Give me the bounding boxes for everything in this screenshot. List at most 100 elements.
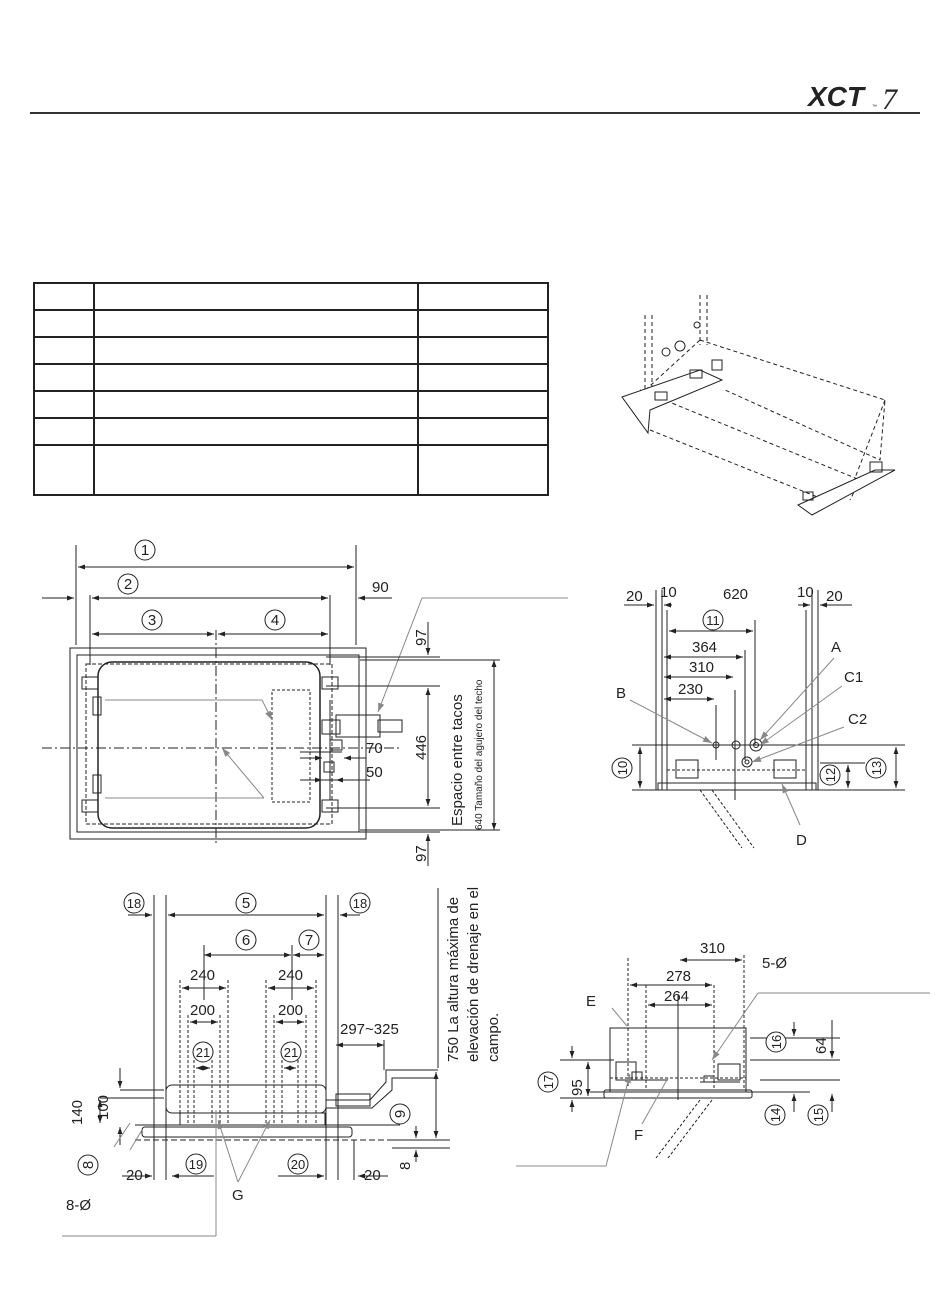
callout-21b: 21 xyxy=(280,1041,302,1063)
dim-240-left: 240 xyxy=(190,967,215,984)
callout-circle xyxy=(117,573,139,595)
side-view-right xyxy=(624,590,905,849)
callout-number: 14 xyxy=(768,1108,783,1122)
note-ceiling-hole: 640 Tamaño del agujero del techo xyxy=(474,679,485,830)
dim-240-right: 240 xyxy=(278,967,303,984)
callout-1: 1 xyxy=(134,539,156,561)
label-G: G xyxy=(232,1187,244,1204)
dim-264: 264 xyxy=(664,988,689,1005)
callout-circle xyxy=(611,757,633,779)
callout-circle xyxy=(537,1071,559,1093)
callout-8: 8 xyxy=(77,1154,99,1176)
table-row xyxy=(33,417,549,446)
callout-15: 15 xyxy=(807,1104,829,1126)
callout-number: 11 xyxy=(706,613,720,628)
table-row xyxy=(33,390,549,419)
dim-64: 64 xyxy=(813,1037,830,1054)
callout-circle xyxy=(702,609,724,631)
callout-number: 2 xyxy=(124,576,132,593)
logo-text: XCT xyxy=(806,81,867,112)
dim-95: 95 xyxy=(569,1079,586,1096)
callout-circle xyxy=(298,929,320,951)
callout-17: 17 xyxy=(537,1071,559,1093)
dim-70: 70 xyxy=(366,740,383,757)
callout-7: 7 xyxy=(298,929,320,951)
callout-number: 6 xyxy=(242,932,250,949)
dim-230: 230 xyxy=(678,681,703,698)
label-F: F xyxy=(634,1127,643,1144)
callout-circle xyxy=(765,1031,787,1053)
label-B: B xyxy=(616,685,626,702)
brand-logo: XCT 7 ™ xyxy=(806,81,899,114)
label-C1: C1 xyxy=(844,669,863,686)
note-drain-line3: campo. xyxy=(485,1013,502,1062)
label-E: E xyxy=(586,993,596,1010)
callout-number: 12 xyxy=(823,768,838,782)
callout-number: 21 xyxy=(284,1045,298,1060)
callout-number: 19 xyxy=(189,1157,203,1172)
callout-3: 3 xyxy=(141,609,163,631)
table-row xyxy=(33,282,549,311)
logo-suffix: 7 xyxy=(882,83,899,114)
callout-4: 4 xyxy=(264,609,286,631)
callout-5: 5 xyxy=(235,892,257,914)
callout-number: 9 xyxy=(392,1110,409,1118)
label-D: D xyxy=(796,832,807,849)
dim-446: 446 xyxy=(413,735,430,760)
dim-90: 90 xyxy=(372,579,389,596)
callout-circle xyxy=(235,892,257,914)
isometric-view xyxy=(621,295,896,516)
dim-297-325: 297~325 xyxy=(340,1021,399,1038)
callout-circle xyxy=(349,892,371,914)
callout-circle xyxy=(235,929,257,951)
callout-9: 9 xyxy=(389,1103,411,1125)
dim-50: 50 xyxy=(366,764,383,781)
dim-20-bottom-right: 20 xyxy=(364,1167,381,1184)
table-row xyxy=(33,336,549,365)
callout-12: 12 xyxy=(819,764,841,786)
dim-10-left: 10 xyxy=(660,584,677,601)
callout-number: 21 xyxy=(196,1045,210,1060)
label-A: A xyxy=(831,639,841,656)
dim-20-left: 20 xyxy=(626,588,643,605)
callout-circle xyxy=(77,1154,99,1176)
callout-10: 10 xyxy=(611,757,633,779)
callout-circle xyxy=(264,609,286,631)
callout-13: 13 xyxy=(865,757,887,779)
table-row xyxy=(33,363,549,392)
callout-21a: 21 xyxy=(192,1041,214,1063)
plan-view xyxy=(42,545,568,866)
callout-18b: 18 xyxy=(349,892,371,914)
side-view-bottom xyxy=(516,955,930,1167)
callout-circle xyxy=(807,1104,829,1126)
dim-364: 364 xyxy=(692,639,717,656)
dim-97-top: 97 xyxy=(413,629,430,646)
callout-number: 7 xyxy=(305,932,313,949)
callout-16: 16 xyxy=(765,1031,787,1053)
callout-circle xyxy=(389,1103,411,1125)
label-C2: C2 xyxy=(848,711,867,728)
callout-number: 16 xyxy=(769,1035,784,1049)
spec-table xyxy=(33,282,549,496)
callout-circle xyxy=(134,539,156,561)
front-view xyxy=(62,888,450,1237)
dim-278: 278 xyxy=(666,968,691,985)
header-rule xyxy=(30,112,920,114)
callout-number: 17 xyxy=(541,1075,556,1089)
callout-6: 6 xyxy=(235,929,257,951)
callout-circle xyxy=(287,1153,309,1175)
dim-200-right: 200 xyxy=(278,1002,303,1019)
callout-number: 10 xyxy=(615,761,630,775)
dim-310-a: 310 xyxy=(689,659,714,676)
table-row xyxy=(33,444,549,496)
dim-20-right: 20 xyxy=(826,588,843,605)
dim-100: 100 xyxy=(95,1095,112,1120)
callout-number: 4 xyxy=(271,612,279,629)
drawing-labels: 1 2 3 4 5 6 7 8 9 10 11 12 13 14 15 16 1… xyxy=(66,539,887,1214)
callout-number: 3 xyxy=(148,612,156,629)
callout-circle xyxy=(185,1153,207,1175)
callout-18a: 18 xyxy=(123,892,145,914)
callout-14: 14 xyxy=(764,1104,786,1126)
callout-number: 5 xyxy=(242,895,250,912)
